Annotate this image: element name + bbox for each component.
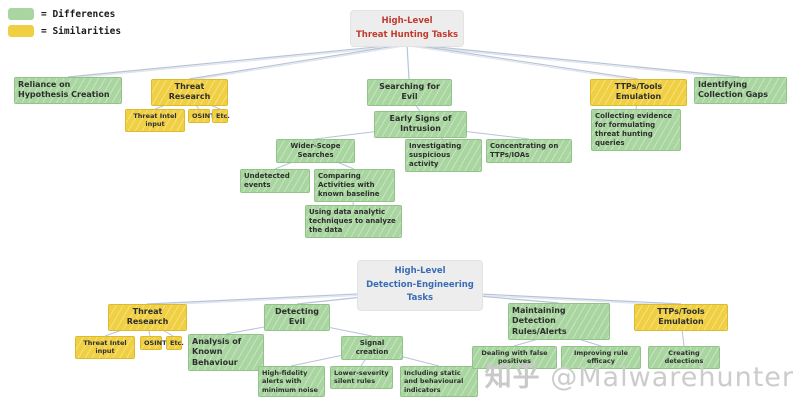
tree1-title-line1: High-Level — [381, 16, 433, 26]
node-t2-threat-intel-input: Threat Intel input — [75, 336, 135, 359]
tree2-title-line2: Detection-Engineering Tasks — [366, 279, 474, 304]
tree1-title-line2: Threat Hunting Tasks — [355, 29, 459, 40]
tree2-root: High-Level Detection-Engineering Tasks — [357, 260, 483, 311]
legend-similarities-row: = Similarities — [8, 25, 121, 37]
node-dealing-with-false-positives: Dealing with false positives — [472, 346, 557, 369]
node-t1-ttps-tools-emulation: TTPs/Tools Emulation — [590, 79, 687, 106]
node-identifying-collection-gaps: Identifying Collection Gaps — [694, 77, 787, 104]
node-maintaining-detection-rules-alerts: Maintaining Detection Rules/Alerts — [508, 303, 610, 341]
similarities-swatch — [8, 25, 34, 37]
node-t1-threat-research: Threat Research — [151, 79, 228, 106]
similarities-label: = Similarities — [41, 25, 122, 37]
watermark-handle: @Malwarehunter — [550, 362, 794, 393]
node-analysis-of-known-behaviour: Analysis of Known Behaviour — [188, 334, 264, 372]
node-including-static-behavioural-indicators: Including static and behavioural indicat… — [400, 366, 478, 398]
watermark: 知乎 @Malwarehunter — [485, 355, 794, 394]
node-t1-threat-intel-input: Threat Intel input — [125, 109, 185, 132]
differences-label: = Differences — [41, 8, 116, 20]
node-collecting-evidence-for-queries: Collecting evidence for formulating thre… — [591, 109, 681, 152]
node-concentrating-on-ttps-ioas: Concentrating on TTPs/IOAs — [486, 139, 572, 164]
node-comparing-activities-known-baseline: Comparing Activities with known baseline — [314, 169, 395, 203]
node-t1-etc: Etc. — [212, 109, 230, 124]
node-undetected-events: Undetected events — [240, 169, 310, 194]
node-t2-threat-research: Threat Research — [108, 304, 187, 331]
zhihu-logo: 知乎 — [484, 362, 541, 393]
legend: = Differences = Similarities — [8, 8, 121, 42]
node-investigating-suspicious-activity: Investigating suspicious activity — [405, 139, 482, 173]
node-t2-etc: Etc. — [166, 336, 184, 351]
node-high-fidelity-alerts: High-fidelity alerts with minimum noise — [258, 366, 325, 398]
node-t2-ttps-tools-emulation: TTPs/Tools Emulation — [634, 304, 728, 331]
tree1-root: High-Level Threat Hunting Tasks — [350, 10, 464, 48]
node-signal-creation: Signal creation — [341, 336, 403, 361]
node-lower-severity-silent-rules: Lower-severity silent rules — [330, 366, 393, 389]
node-improving-rule-efficacy: Improving rule efficacy — [561, 346, 641, 369]
node-creating-detections: Creating detections — [648, 346, 720, 369]
tree2-title-line1: High-Level — [394, 266, 446, 276]
node-searching-for-evil: Searching for Evil — [367, 79, 452, 106]
node-t2-osint: OSINT — [140, 336, 167, 351]
node-wider-scope-searches: Wider-Scope Searches — [276, 139, 355, 164]
node-reliance-on-hypothesis-creation: Reliance on Hypothesis Creation — [14, 77, 122, 104]
node-using-data-analytic-techniques: Using data analytic techniques to analyz… — [305, 205, 402, 239]
legend-differences-row: = Differences — [8, 8, 121, 20]
node-detecting-evil: Detecting Evil — [264, 304, 330, 331]
node-t1-osint: OSINT — [188, 109, 215, 124]
differences-swatch — [8, 8, 34, 20]
node-early-signs-of-intrusion: Early Signs of Intrusion — [374, 111, 467, 138]
